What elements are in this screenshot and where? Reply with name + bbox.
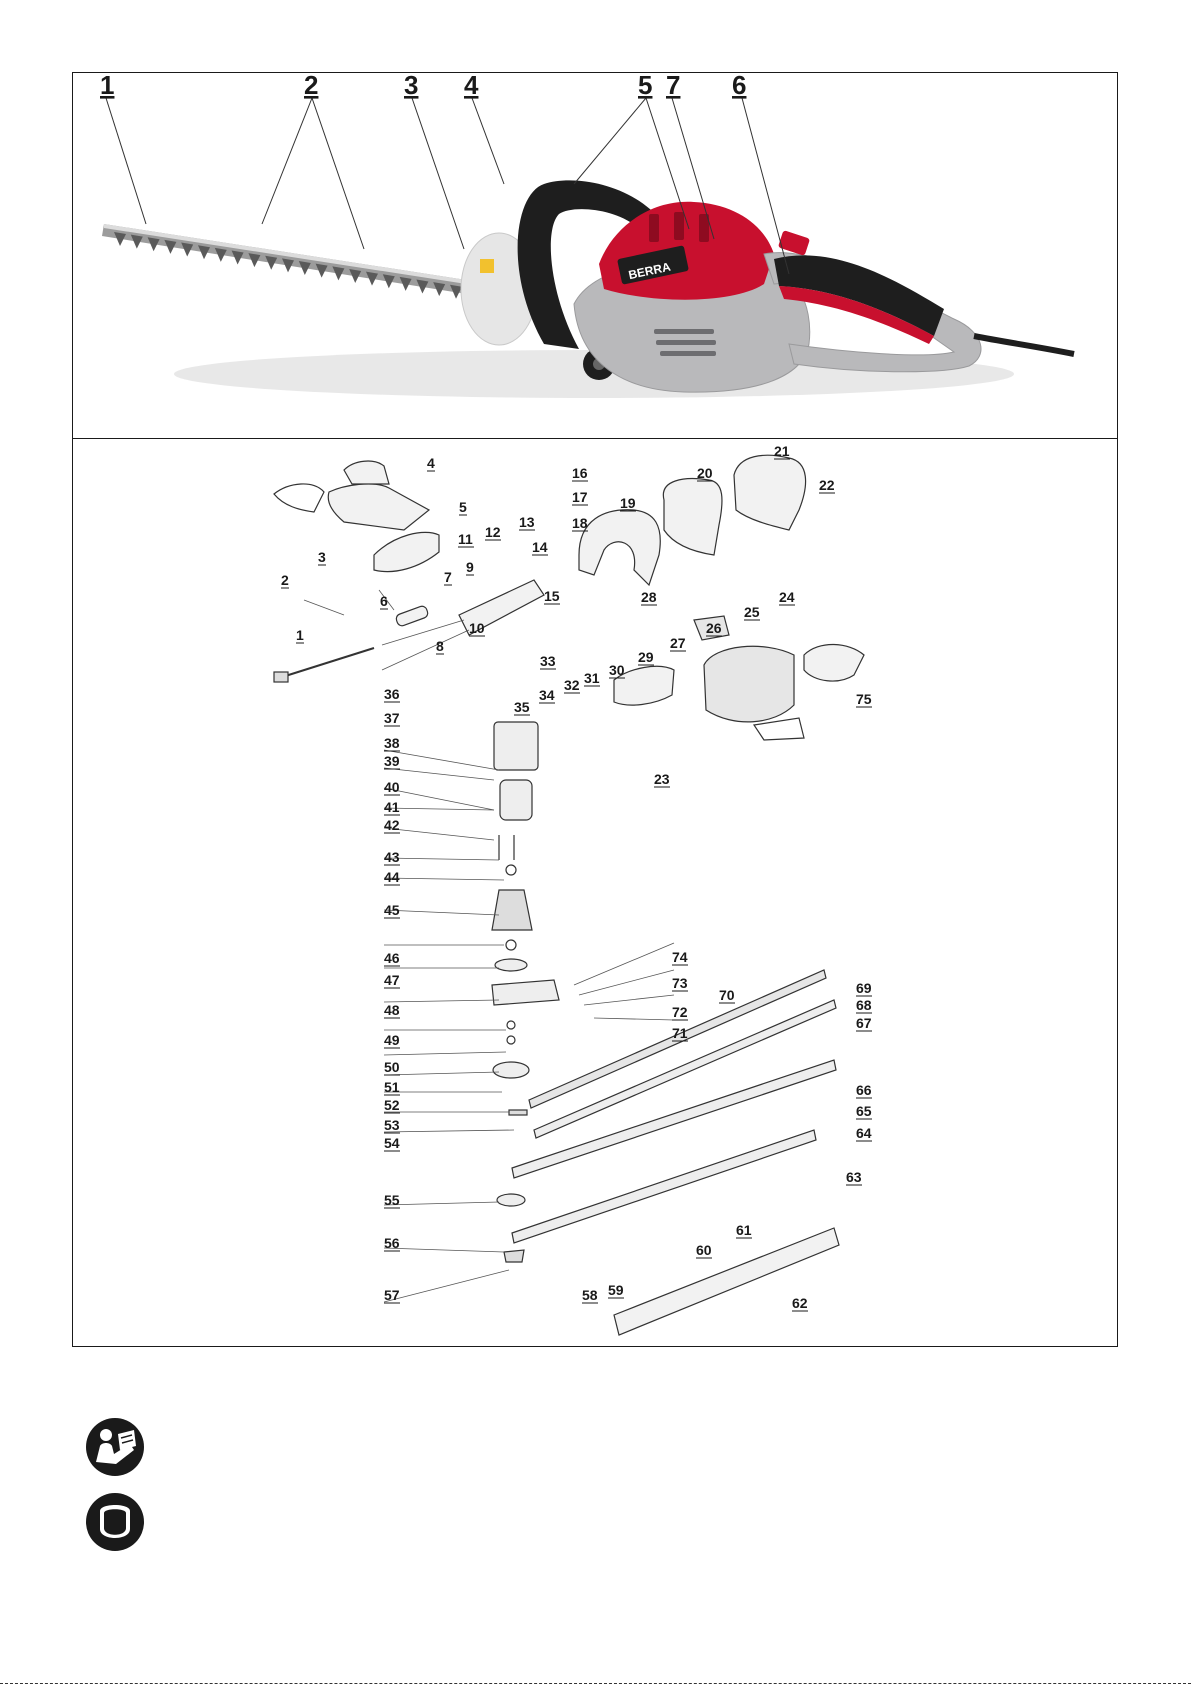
part-label-42: 42 xyxy=(384,817,400,833)
part-label-45: 45 xyxy=(384,902,400,918)
callout-3: 3 xyxy=(404,74,418,100)
part-label-66: 66 xyxy=(856,1082,872,1098)
part-label-3: 3 xyxy=(318,549,326,565)
part-label-39: 39 xyxy=(384,753,400,769)
part-label-1: 1 xyxy=(296,627,304,643)
part-label-19: 19 xyxy=(620,495,636,511)
part-label-36: 36 xyxy=(384,686,400,702)
part-label-46: 46 xyxy=(384,950,400,966)
part-label-2: 2 xyxy=(281,572,289,588)
part-label-58: 58 xyxy=(582,1287,598,1303)
part-label-67: 67 xyxy=(856,1015,872,1031)
part-label-21: 21 xyxy=(774,443,790,459)
callout-5: 5 xyxy=(638,74,652,100)
part-label-52: 52 xyxy=(384,1097,400,1113)
part-label-13: 13 xyxy=(519,514,535,530)
part-label-44: 44 xyxy=(384,869,400,885)
part-label-34: 34 xyxy=(539,687,555,703)
callout-7: 7 xyxy=(666,74,680,100)
part-label-54: 54 xyxy=(384,1135,400,1151)
part-label-35: 35 xyxy=(514,699,530,715)
top-callout-labels: 1 2 3 4 5 7 6 xyxy=(100,74,746,100)
part-label-43: 43 xyxy=(384,849,400,865)
part-label-63: 63 xyxy=(846,1169,862,1185)
part-label-32: 32 xyxy=(564,677,580,693)
part-label-37: 37 xyxy=(384,710,400,726)
part-label-68: 68 xyxy=(856,997,872,1013)
part-label-57: 57 xyxy=(384,1287,400,1303)
part-label-22: 22 xyxy=(819,477,835,493)
part-label-72: 72 xyxy=(672,1004,688,1020)
part-label-38: 38 xyxy=(384,735,400,751)
part-label-61: 61 xyxy=(736,1222,752,1238)
part-label-10: 10 xyxy=(469,620,485,636)
part-label-12: 12 xyxy=(485,524,501,540)
part-label-33: 33 xyxy=(540,653,556,669)
part-label-53: 53 xyxy=(384,1117,400,1133)
part-label-16: 16 xyxy=(572,465,588,481)
figure-divider xyxy=(72,438,1118,439)
part-label-24: 24 xyxy=(779,589,795,605)
part-label-25: 25 xyxy=(744,604,760,620)
part-label-6: 6 xyxy=(380,593,388,609)
part-label-40: 40 xyxy=(384,779,400,795)
part-label-5: 5 xyxy=(459,499,467,515)
part-shapes xyxy=(274,455,864,1335)
product-illustration: BERRA 1 2 3 4 5 7 6 xyxy=(74,74,1116,436)
part-label-73: 73 xyxy=(672,975,688,991)
part-label-17: 17 xyxy=(572,489,588,505)
part-label-47: 47 xyxy=(384,972,400,988)
part-label-56: 56 xyxy=(384,1235,400,1251)
part-label-8: 8 xyxy=(436,638,444,654)
vent-slots xyxy=(654,329,716,356)
part-label-30: 30 xyxy=(609,662,625,678)
part-label-74: 74 xyxy=(672,949,688,965)
part-label-71: 71 xyxy=(672,1025,688,1041)
part-label-55: 55 xyxy=(384,1192,400,1208)
part-label-23: 23 xyxy=(654,771,670,787)
part-label-18: 18 xyxy=(572,515,588,531)
part-label-50: 50 xyxy=(384,1059,400,1075)
part-label-51: 51 xyxy=(384,1079,400,1095)
part-label-64: 64 xyxy=(856,1125,872,1141)
part-label-31: 31 xyxy=(584,670,600,686)
part-label-27: 27 xyxy=(670,635,686,651)
part-label-60: 60 xyxy=(696,1242,712,1258)
callout-2: 2 xyxy=(304,74,318,100)
part-label-7: 7 xyxy=(444,569,452,585)
callout-6: 6 xyxy=(732,74,746,100)
part-label-11: 11 xyxy=(458,531,473,547)
callout-1: 1 xyxy=(100,74,114,100)
part-label-69: 69 xyxy=(856,980,872,996)
part-label-65: 65 xyxy=(856,1103,872,1119)
part-label-59: 59 xyxy=(608,1282,624,1298)
part-label-49: 49 xyxy=(384,1032,400,1048)
part-label-29: 29 xyxy=(638,649,654,665)
part-label-75: 75 xyxy=(856,691,872,707)
part-label-4: 4 xyxy=(427,455,435,471)
part-label-28: 28 xyxy=(641,589,657,605)
part-label-14: 14 xyxy=(532,539,548,555)
part-label-62: 62 xyxy=(792,1295,808,1311)
part-label-15: 15 xyxy=(544,588,560,604)
part-label-26: 26 xyxy=(706,620,722,636)
part-label-20: 20 xyxy=(697,465,713,481)
part-label-9: 9 xyxy=(466,559,474,575)
read-manual-icon xyxy=(84,1416,146,1478)
face-protection-icon xyxy=(84,1491,146,1553)
part-label-41: 41 xyxy=(384,799,400,815)
callout-4: 4 xyxy=(464,74,479,100)
part-label-48: 48 xyxy=(384,1002,400,1018)
part-label-70: 70 xyxy=(719,987,735,1003)
page-edge-line xyxy=(0,1683,1191,1684)
